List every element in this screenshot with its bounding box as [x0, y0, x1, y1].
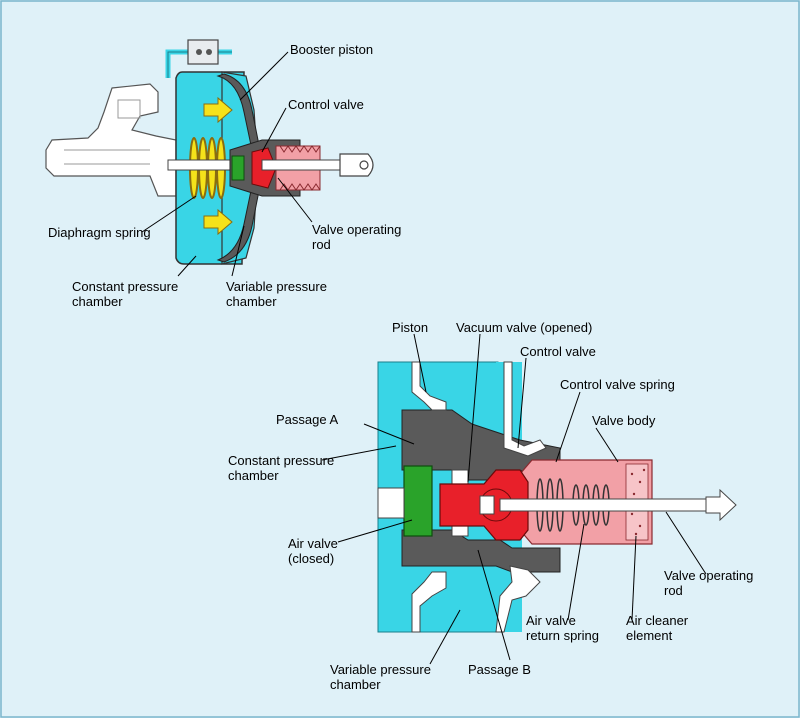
top-leader-lines [141, 51, 313, 277]
top-booster-assembly [45, 39, 374, 277]
label-passage-a: Passage A [276, 412, 339, 427]
valve-operating-rod-bottom [499, 498, 707, 512]
label-control-valve-spring: Control valve spring [560, 377, 675, 392]
piston [411, 361, 447, 411]
label-diaphragm-spring: Diaphragm spring [48, 225, 151, 240]
label-passage-b: Passage B [468, 662, 531, 677]
label-valve-body: Valve body [592, 413, 656, 428]
air-valve-bottom [403, 465, 433, 537]
label-vacuum-valve: Vacuum valve (opened) [456, 320, 593, 335]
master-cylinder [45, 83, 177, 197]
push-rod-top [167, 159, 231, 171]
label-booster-piston: Booster piston [290, 42, 374, 57]
pressure-arrows [203, 96, 233, 236]
label-valve-operating-rod-bottom: Valve operating rod [664, 568, 754, 598]
label-valve-operating-rod-top: Valve operating rod [312, 222, 402, 252]
label-constant-pressure-chamber-bottom: Constant pressure chamber [228, 453, 335, 483]
label-constant-pressure-chamber-top: Constant pressure chamber [72, 279, 179, 309]
booster-piston [216, 73, 261, 263]
label-air-valve: Air valve (closed) [288, 536, 338, 566]
label-air-cleaner-element: Air cleaner element [626, 613, 689, 643]
air-valve-top [231, 155, 245, 181]
pull-arrow-icon [705, 488, 737, 522]
pressure-arrow-icon [203, 208, 233, 236]
label-piston: Piston [392, 320, 429, 335]
label-variable-pressure-chamber-top: Variable pressure chamber [226, 279, 327, 309]
label-control-valve-bottom: Control valve [520, 344, 596, 359]
label-control-valve-top: Control valve [288, 97, 364, 112]
label-variable-pressure-chamber-bottom: Variable pressure chamber [330, 662, 431, 692]
bottom-leader-lines [321, 333, 707, 665]
pressure-arrow-icon [203, 96, 233, 124]
check-valve [187, 39, 219, 65]
label-air-valve-return-spring: Air valve return spring [526, 613, 599, 643]
valve-operating-rod-top [261, 159, 347, 171]
bottom-valve-detail [321, 333, 737, 665]
